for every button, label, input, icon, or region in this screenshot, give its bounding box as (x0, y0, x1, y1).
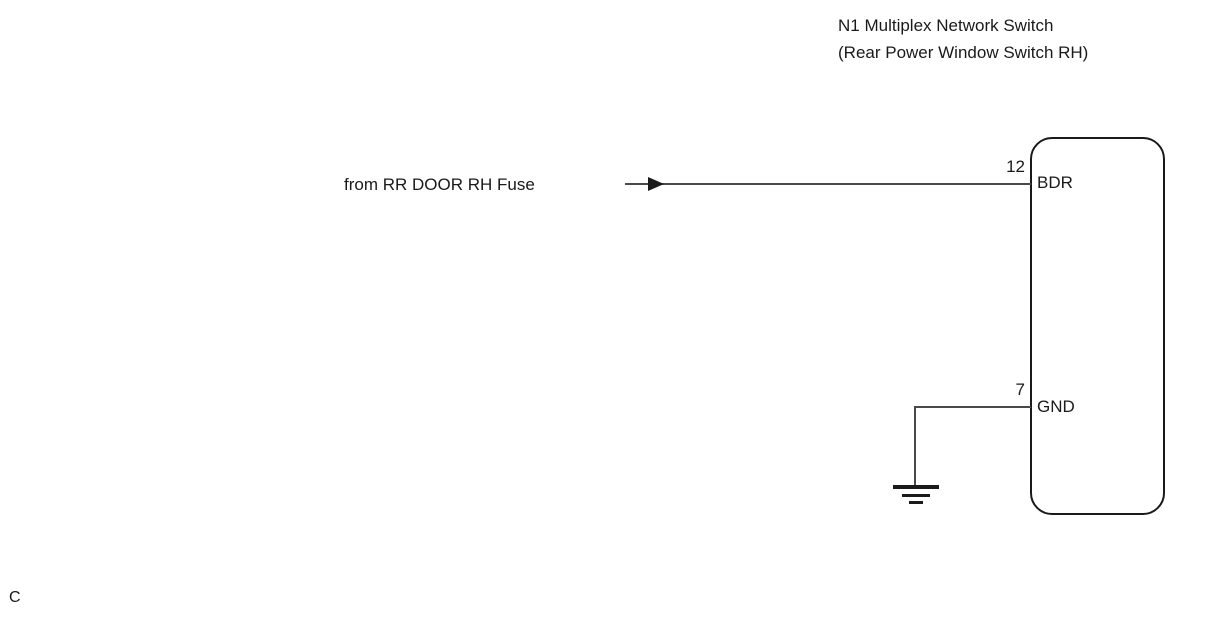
terminal-label-bdr: BDR (1037, 173, 1073, 192)
ground-bar-2 (902, 494, 930, 497)
pin-number-bdr: 12 (1006, 157, 1025, 176)
ground-bar-3 (909, 501, 923, 504)
component-title: N1 Multiplex Network Switch (Rear Power … (838, 12, 1088, 66)
component-title-line-2: (Rear Power Window Switch RH) (838, 43, 1089, 62)
page-marker: C (9, 589, 21, 606)
pin-number-gnd: 7 (1015, 380, 1025, 399)
ground-symbol-icon (890, 485, 942, 509)
terminal-label-gnd: GND (1037, 397, 1075, 416)
wire-gnd-vertical (914, 406, 916, 488)
arrow-right-icon (648, 177, 664, 191)
wire-bdr-supply (625, 183, 1031, 185)
source-label-rr-door-rh-fuse: from RR DOOR RH Fuse (344, 175, 535, 194)
ground-bar-1 (893, 485, 939, 489)
component-title-line-1: N1 Multiplex Network Switch (838, 16, 1054, 35)
connector-body (1030, 137, 1165, 515)
wire-gnd-horizontal (914, 406, 1031, 408)
